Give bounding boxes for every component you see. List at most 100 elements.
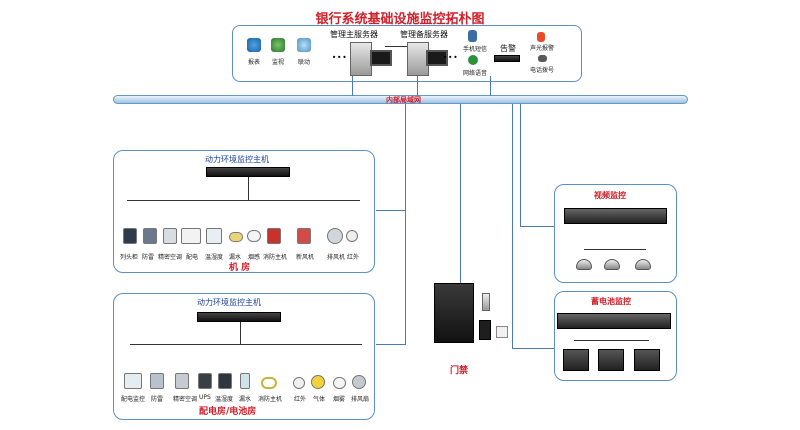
room1-host-label: 动力环境监控主机 xyxy=(205,155,269,164)
room1-label-4: 温湿度 xyxy=(205,254,224,261)
room2-device-temp xyxy=(218,373,232,389)
room2-host-device xyxy=(197,312,281,322)
link-room2 xyxy=(376,344,406,345)
camera-2-icon xyxy=(604,259,620,270)
room1-device-fresh-air xyxy=(297,228,311,244)
room2-bus-h xyxy=(130,344,362,345)
video-bus xyxy=(584,249,646,250)
link-battery-h xyxy=(512,348,554,349)
battery-bus xyxy=(574,340,649,341)
room1-label-0: 列头柜 xyxy=(120,254,139,261)
main-server-monitor xyxy=(370,50,392,66)
room1-device-exhaust xyxy=(327,228,343,244)
link-alarm-up xyxy=(490,76,491,96)
room2-label-7: 红外 xyxy=(294,396,307,403)
door-lock xyxy=(482,293,490,311)
room2-device-smoke xyxy=(333,377,346,389)
battery-2-icon xyxy=(598,349,624,371)
room1-host-device xyxy=(206,167,290,177)
lan-label: 内部局域网 xyxy=(386,96,421,104)
door-controller xyxy=(434,283,474,343)
room1-label-3: 配电 xyxy=(186,254,199,261)
ellipsis-left: ··· xyxy=(332,50,348,64)
room1-device-infrared xyxy=(346,230,358,242)
link-video-h xyxy=(520,226,554,227)
room1-bus-h xyxy=(127,200,360,201)
room1-device-cabinet xyxy=(123,228,137,244)
app-label-linkage: 联动 xyxy=(298,59,311,66)
room2-host-label: 动力环境监控主机 xyxy=(197,298,261,307)
video-title: 视频监控 xyxy=(594,190,626,200)
camera-1-icon xyxy=(576,259,592,270)
main-server-icon xyxy=(350,42,372,76)
room1-device-lightning xyxy=(143,228,157,244)
room2-label-5: 漏水 xyxy=(239,396,252,403)
room1-label-8: 新风机 xyxy=(296,254,315,261)
backup-server-monitor xyxy=(426,50,448,66)
link-room-trunk xyxy=(405,104,406,344)
exit-button xyxy=(496,326,508,338)
room2-device-ac xyxy=(175,373,189,389)
room2-name: 配电房/电池房 xyxy=(199,407,257,417)
battery-1-icon xyxy=(563,349,589,371)
room2-device-lightning xyxy=(150,373,164,389)
alarm-phone-label: 电话拨号 xyxy=(530,67,555,74)
room1-device-temp xyxy=(206,228,222,244)
room2-device-fire xyxy=(261,377,277,389)
battery-title: 蓄电池监控 xyxy=(591,296,631,306)
room2-device-power-monitor xyxy=(124,373,142,389)
link-video-v xyxy=(520,104,521,226)
link-battery-v xyxy=(512,104,513,348)
room2-label-9: 烟雾 xyxy=(333,396,346,403)
room1-label-2: 精密空调 xyxy=(158,254,183,261)
room2-device-ups xyxy=(198,373,212,389)
report-icon xyxy=(247,38,261,52)
monitor-app-icon xyxy=(271,38,285,52)
card-reader xyxy=(479,320,491,340)
room2-device-gas xyxy=(311,375,325,389)
link-servers-up xyxy=(352,76,353,96)
app-label-report: 报表 xyxy=(248,59,261,66)
link-door xyxy=(460,104,461,284)
alarm-title: 告警 xyxy=(500,44,516,53)
backup-server-label: 管理备服务器 xyxy=(400,30,448,39)
sms-icon xyxy=(468,30,477,42)
battery-monitor-device xyxy=(557,313,671,329)
siren-icon xyxy=(537,32,545,42)
room1-label-5: 漏水 xyxy=(229,254,242,261)
room1-device-power xyxy=(181,228,201,244)
alarm-siren-label: 声光报警 xyxy=(530,45,555,52)
room2-label-3: UPS xyxy=(199,394,211,401)
room2-label-0: 配电监控 xyxy=(121,396,146,403)
room1-device-fire xyxy=(267,228,281,244)
main-server-label: 管理主服务器 xyxy=(330,30,378,39)
room1-label-10: 红外 xyxy=(347,254,360,261)
room2-label-4: 温湿度 xyxy=(215,396,234,403)
room2-device-leak xyxy=(240,373,250,389)
room1-label-1: 防雷 xyxy=(142,254,155,261)
room2-bus-v xyxy=(240,322,241,344)
voice-icon xyxy=(468,55,478,65)
room1-label-7: 消防主机 xyxy=(263,254,288,261)
phone-icon xyxy=(538,55,547,62)
room1-device-leak xyxy=(229,232,243,242)
alarm-voice-label: 网络语音 xyxy=(463,70,488,77)
camera-3-icon xyxy=(635,259,651,270)
door-title: 门禁 xyxy=(450,366,469,376)
diagram-title: 银行系统基础设施监控拓朴图 xyxy=(315,12,485,27)
room2-device-infrared xyxy=(293,377,305,389)
lan-pipe xyxy=(113,95,688,104)
room1-device-smoke xyxy=(247,230,261,242)
battery-3-icon xyxy=(634,349,660,371)
sync-arrow xyxy=(385,46,407,47)
room2-label-10: 排风扇 xyxy=(351,396,370,403)
room2-label-8: 气体 xyxy=(313,396,326,403)
ellipsis-right: ··· xyxy=(443,50,459,64)
linkage-icon xyxy=(297,38,311,52)
room2-label-2: 精密空调 xyxy=(173,396,198,403)
video-recorder xyxy=(564,208,667,224)
room2-device-fan xyxy=(352,375,366,389)
alarm-host-device xyxy=(494,55,520,62)
app-label-monitor: 监视 xyxy=(272,59,285,66)
room1-label-6: 烟感 xyxy=(248,254,261,261)
